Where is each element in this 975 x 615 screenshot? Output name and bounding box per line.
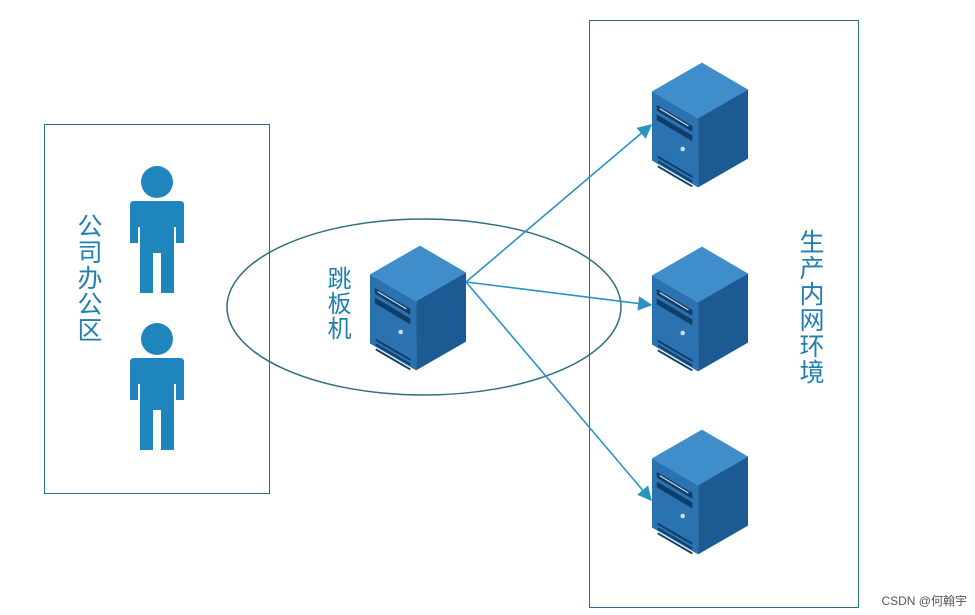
jump-host-label: 跳板机: [323, 266, 351, 341]
office-area-box: [44, 124, 270, 494]
connection-arrow: [465, 124, 653, 283]
production-network-label: 生产内网环境: [796, 229, 825, 385]
jump-host-server-icon: [370, 244, 466, 372]
server-icon: [652, 61, 748, 189]
watermark: CSDN @何翰宇: [881, 594, 967, 608]
office-area-label: 公司办公区: [74, 213, 103, 343]
jump-host-zone: [226, 218, 622, 396]
connection-arrow: [465, 281, 653, 311]
person-icon: [130, 323, 184, 450]
server-icon: [652, 245, 748, 373]
production-network-box: [589, 20, 859, 608]
server-icon: [652, 428, 748, 556]
connection-arrow: [465, 281, 652, 502]
person-icon: [130, 166, 184, 293]
